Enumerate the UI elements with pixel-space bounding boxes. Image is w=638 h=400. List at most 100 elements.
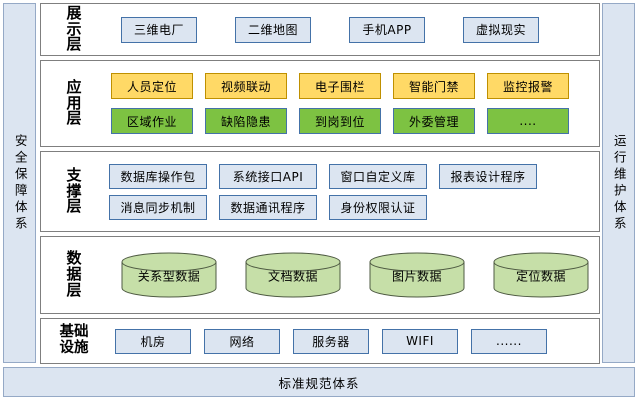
node-box[interactable]: 到岗到位 xyxy=(299,108,381,134)
node-label: 网络 xyxy=(229,334,255,349)
layer-row: 人员定位 视频联动 电子围栏 智能门禁 监控报警 xyxy=(103,73,599,99)
layer-label-line: 基础 xyxy=(59,324,89,341)
node-box[interactable]: 数据通讯程序 xyxy=(219,194,317,220)
node-box[interactable]: 机房 xyxy=(115,328,191,354)
footer-label: 标准规范体系 xyxy=(278,375,360,391)
node-box[interactable]: 缺陷隐患 xyxy=(205,108,287,134)
node-box[interactable]: 服务器 xyxy=(293,328,369,354)
node-label: 报表设计程序 xyxy=(450,169,526,184)
node-box[interactable]: 视频联动 xyxy=(205,73,287,99)
layer-body-support: 数据库操作包 系统接口API 窗口自定义库 报表设计程序消息同步机制 数据通讯程序 身份权… xyxy=(103,152,599,231)
left-sidebar-label: 安全保障体系 xyxy=(12,133,28,233)
node-box[interactable]: 二维地图 xyxy=(235,16,311,43)
node-box[interactable]: 区域作业 xyxy=(111,108,193,134)
node-label: 到岗到位 xyxy=(314,114,365,129)
layer-row: 消息同步机制 数据通讯程序 身份权限认证 xyxy=(103,194,599,220)
layer-label-line: 层 xyxy=(66,197,82,216)
node-box[interactable]: 数据库操作包 xyxy=(109,163,207,189)
right-sidebar-label: 运行维护体系 xyxy=(611,133,627,233)
layer-data: 数据层 关系型数据 文档数据 图片数据 定位数据 xyxy=(40,236,600,314)
layer-label-data: 数据层 xyxy=(41,251,103,298)
node-label: WIFI xyxy=(406,334,434,348)
layer-label-line: 层 xyxy=(66,280,82,299)
node-box[interactable]: 报表设计程序 xyxy=(439,163,537,189)
right-sidebar-ops-maintenance-system: 运行维护体系 xyxy=(602,3,635,363)
layer-body-presentation: 三维电厂 二维地图 手机APP 虚拟现实 xyxy=(103,4,599,55)
node-label: ...... xyxy=(496,334,522,348)
cylinder-shape xyxy=(245,252,341,298)
node-box[interactable]: 身份权限认证 xyxy=(329,194,427,220)
layer-label-support: 支撑层 xyxy=(41,165,103,216)
database-cylinder[interactable]: 文档数据 xyxy=(245,252,341,298)
layer-application: 应用层 人员定位 视频联动 电子围栏 智能门禁 监控报警区域作业 缺陷隐患 到岗到位 外委管理.… xyxy=(40,60,600,147)
node-label: 缺陷隐患 xyxy=(220,114,271,129)
layer-infrastructure: 基础设施 机房 网络 服务器 WIFI...... xyxy=(40,318,600,364)
layer-row: 三维电厂 二维地图 手机APP 虚拟现实 xyxy=(103,16,599,43)
layer-body-infrastructure: 机房 网络 服务器 WIFI...... xyxy=(103,319,599,363)
database-cylinder[interactable]: 定位数据 xyxy=(493,252,589,298)
node-box[interactable]: ...... xyxy=(471,328,547,354)
layer-row: 机房 网络 服务器 WIFI...... xyxy=(103,328,599,354)
cylinder-label: 定位数据 xyxy=(515,269,566,284)
node-label: 外委管理 xyxy=(408,114,459,129)
layer-label-application: 应用层 xyxy=(41,77,103,128)
node-box[interactable]: 网络 xyxy=(204,328,280,354)
node-label: 电子围栏 xyxy=(314,79,365,94)
layer-label-presentation: 展示层 xyxy=(41,3,103,54)
node-box[interactable]: WIFI xyxy=(382,328,458,354)
layer-label-line: 用 xyxy=(66,93,82,112)
layer-label-line: 示 xyxy=(66,19,82,38)
node-box[interactable]: 三维电厂 xyxy=(121,16,197,43)
layer-label-infrastructure: 基础设施 xyxy=(41,324,103,357)
node-label: 视频联动 xyxy=(220,79,271,94)
cylinder-shape xyxy=(493,252,589,298)
node-label: 数据库操作包 xyxy=(120,169,196,184)
node-label: 监控报警 xyxy=(502,79,553,94)
node-label: 二维地图 xyxy=(247,23,298,37)
layer-label-line: 数 xyxy=(66,249,82,268)
node-label: 机房 xyxy=(140,334,166,349)
node-label: 区域作业 xyxy=(126,114,177,129)
node-box[interactable]: 手机APP xyxy=(349,16,425,43)
node-label: 虚拟现实 xyxy=(475,23,526,37)
layer-label-line: 层 xyxy=(66,109,82,128)
layer-row: 区域作业 缺陷隐患 到岗到位 外委管理.... xyxy=(103,108,599,134)
layer-body-data: 关系型数据 文档数据 图片数据 定位数据 xyxy=(103,237,599,313)
layer-label-line: 展 xyxy=(66,3,82,22)
database-cylinder[interactable]: 关系型数据 xyxy=(121,252,217,298)
node-box[interactable]: 窗口自定义库 xyxy=(329,163,427,189)
layer-label-line: 层 xyxy=(66,35,82,54)
layer-label-line: 应 xyxy=(66,77,82,96)
node-label: .... xyxy=(519,114,537,128)
node-label: 服务器 xyxy=(312,334,350,349)
node-label: 消息同步机制 xyxy=(120,200,196,215)
node-label: 智能门禁 xyxy=(408,79,459,94)
cylinder-label: 关系型数据 xyxy=(137,269,201,284)
node-box[interactable]: 电子围栏 xyxy=(299,73,381,99)
node-box[interactable]: 监控报警 xyxy=(487,73,569,99)
layer-label-line: 支 xyxy=(66,165,82,184)
layer-label-line: 据 xyxy=(66,265,82,284)
node-box[interactable]: .... xyxy=(487,108,569,134)
node-box[interactable]: 消息同步机制 xyxy=(109,194,207,220)
cylinder-label: 文档数据 xyxy=(267,269,318,284)
cylinder-shape xyxy=(121,252,217,298)
node-label: 数据通讯程序 xyxy=(230,200,306,215)
node-label: 人员定位 xyxy=(126,79,177,94)
node-box[interactable]: 系统接口API xyxy=(219,163,317,189)
layer-presentation: 展示层 三维电厂 二维地图 手机APP 虚拟现实 xyxy=(40,3,600,56)
node-label: 手机APP xyxy=(362,23,412,37)
layer-label-line: 撑 xyxy=(66,181,82,200)
node-box[interactable]: 智能门禁 xyxy=(393,73,475,99)
layer-support: 支撑层 数据库操作包 系统接口API 窗口自定义库 报表设计程序消息同步机制 数据通讯程序… xyxy=(40,151,600,232)
node-box[interactable]: 虚拟现实 xyxy=(463,16,539,43)
database-cylinder[interactable]: 图片数据 xyxy=(369,252,465,298)
node-label: 系统接口API xyxy=(232,169,304,184)
node-box[interactable]: 外委管理 xyxy=(393,108,475,134)
node-box[interactable]: 人员定位 xyxy=(111,73,193,99)
node-label: 窗口自定义库 xyxy=(340,169,416,184)
cylinder-shape xyxy=(369,252,465,298)
node-label: 三维电厂 xyxy=(133,23,184,37)
layer-row: 关系型数据 文档数据 图片数据 定位数据 xyxy=(103,252,599,298)
